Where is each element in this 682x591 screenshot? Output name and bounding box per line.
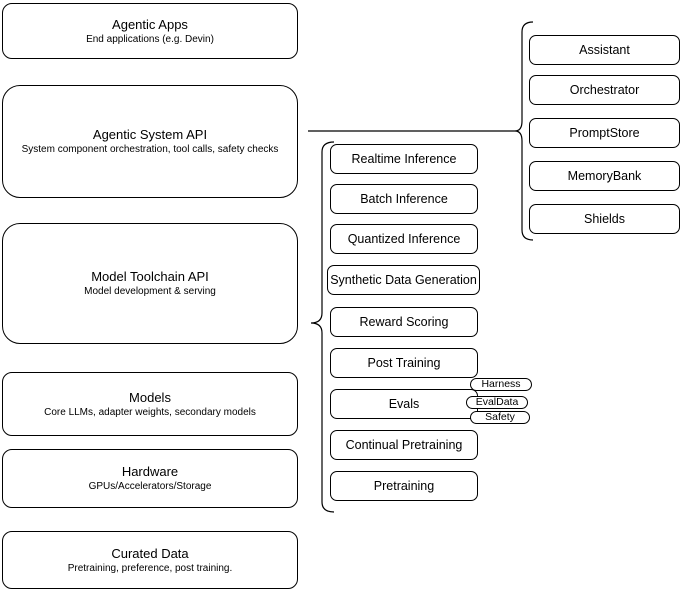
node-evals: Evals — [330, 389, 478, 419]
layer-title: Agentic System API — [92, 127, 208, 142]
node-label: PromptStore — [569, 126, 640, 140]
node-label: Continual Pretraining — [345, 438, 463, 452]
layer-models: Models Core LLMs, adapter weights, secon… — [2, 372, 298, 436]
node-pretraining: Pretraining — [330, 471, 478, 501]
node-label: Shields — [584, 212, 625, 226]
node-continual-pretraining: Continual Pretraining — [330, 430, 478, 460]
pill-label: EvalData — [475, 396, 519, 408]
node-orchestrator: Orchestrator — [529, 75, 680, 105]
layer-agentic-apps: Agentic Apps End applications (e.g. Devi… — [2, 3, 298, 59]
layer-model-toolchain-api: Model Toolchain API Model development & … — [2, 223, 298, 344]
node-label: Quantized Inference — [347, 232, 461, 246]
node-memorybank: MemoryBank — [529, 161, 680, 191]
layer-agentic-system-api: Agentic System API System component orch… — [2, 85, 298, 198]
node-shields: Shields — [529, 204, 680, 234]
layer-subtitle: Pretraining, preference, post training. — [67, 562, 233, 574]
layer-title: Models — [129, 389, 171, 405]
node-label: Pretraining — [373, 479, 435, 493]
node-label: Orchestrator — [569, 83, 640, 97]
node-label: Assistant — [579, 43, 630, 57]
pill-label: Harness — [481, 378, 521, 390]
node-batch-inference: Batch Inference — [330, 184, 478, 214]
node-promptstore: PromptStore — [529, 118, 680, 148]
node-label: Evals — [388, 397, 420, 411]
node-realtime-inference: Realtime Inference — [330, 144, 478, 174]
layer-subtitle: Core LLMs, adapter weights, secondary mo… — [44, 406, 256, 418]
layer-title: Model Toolchain API — [91, 269, 209, 284]
layer-subtitle: GPUs/Accelerators/Storage — [88, 481, 212, 492]
layer-title: Curated Data — [111, 545, 189, 561]
layer-title: Hardware — [121, 464, 179, 479]
pill-harness: Harness — [470, 378, 532, 391]
pill-safety: Safety — [470, 411, 530, 424]
layer-subtitle: Model development & serving — [84, 286, 216, 297]
node-label: Realtime Inference — [351, 152, 457, 166]
layer-subtitle: System component orchestration, tool cal… — [21, 144, 279, 155]
node-label: Reward Scoring — [359, 315, 449, 329]
layer-title: Agentic Apps — [112, 16, 188, 32]
node-synthetic-data-generation: Synthetic Data Generation — [327, 265, 480, 295]
layer-curated-data: Curated Data Pretraining, preference, po… — [2, 531, 298, 589]
pill-evaldata: EvalData — [466, 396, 528, 409]
node-assistant: Assistant — [529, 35, 680, 65]
node-label: Post Training — [367, 356, 441, 370]
layer-hardware: Hardware GPUs/Accelerators/Storage — [2, 449, 298, 508]
node-post-training: Post Training — [330, 348, 478, 378]
node-quantized-inference: Quantized Inference — [330, 224, 478, 254]
pill-label: Safety — [485, 411, 515, 423]
node-reward-scoring: Reward Scoring — [330, 307, 478, 337]
layer-subtitle: End applications (e.g. Devin) — [86, 33, 214, 45]
node-label: MemoryBank — [567, 169, 642, 183]
node-label: Synthetic Data Generation — [330, 273, 477, 287]
node-label: Batch Inference — [360, 192, 448, 206]
